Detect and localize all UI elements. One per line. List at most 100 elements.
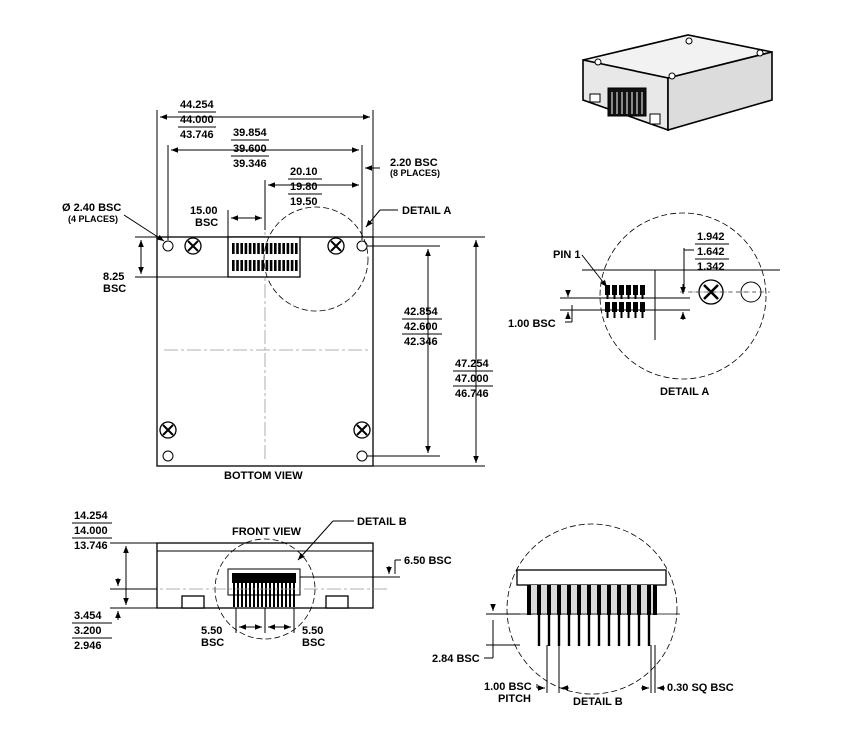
connector-pin [241,583,243,607]
connector-pin [633,285,638,295]
connector-pin [281,583,283,607]
connector-pin [282,260,285,271]
front-right-bsc: BSC [302,637,325,649]
connector-pin [567,585,571,615]
front-view-title: FRONT VIEW [232,526,302,538]
connector-pin [627,312,630,318]
connector-pin [278,260,281,271]
dim-hole-span-nom: 39.600 [233,143,267,155]
connector-pin [253,583,255,607]
connector-pin [240,260,243,271]
connector-pin [597,615,601,646]
detail-a-callout: DETAIL A [402,205,451,217]
connector-pin [289,583,291,607]
connector-pin [626,285,631,295]
dim-conn-y: 8.25 [103,271,124,283]
connector-pin [537,585,541,615]
bottom-view: 44.254 44.000 43.746 39.854 39.600 39.34… [62,99,493,482]
front-h-max: 14.254 [74,510,109,522]
detail-a-pin1: PIN 1 [553,249,581,261]
connector-pin [606,295,609,299]
connector-pin [261,583,263,607]
connector-pin [245,583,247,607]
detail-b-pin-len: 2.84 BSC [432,653,480,665]
front-left-bsc: BSC [201,637,224,649]
connector-pin [627,615,631,646]
connector-pin [290,243,294,254]
connector-pin [273,583,275,607]
dim-conn-x: 15.00 [190,205,218,217]
front-s-nom: 3.200 [74,625,102,637]
connector-pin [274,243,277,254]
dim-conn-offset-nom: 19.80 [290,181,318,193]
detail-a-pitch: 1.00 BSC [508,318,556,330]
connector-pin [282,243,285,254]
connector-pin [641,295,644,299]
connector-pin [605,285,610,295]
connector-pin [265,243,269,254]
dim-hole-vspan-min: 42.346 [404,336,438,348]
detail-a-title: DETAIL A [660,386,709,398]
connector-pin [547,615,551,646]
detail-a-view: PIN 1 1.942 1.642 1.342 1.00 BSC DETAIL … [508,212,780,398]
connector-pin [640,285,645,295]
front-s-max: 3.454 [74,610,102,622]
dim-width-nom: 44.000 [180,114,214,126]
connector-pin [613,312,616,318]
connector-pin [627,295,630,299]
dim-hole-span-min: 39.346 [233,158,267,170]
connector-pin [626,302,631,312]
front-h-min: 13.746 [74,540,108,552]
connector-pin [278,243,281,254]
front-detail-b-callout: DETAIL B [357,516,407,528]
connector-pin [627,585,631,615]
connector-pin [290,260,294,271]
connector-pin [232,260,235,271]
dim-height-nom: 47.000 [455,373,489,385]
connector-pin [253,243,256,254]
connector-pin [587,615,591,646]
connector-pin [233,583,235,607]
connector-pin [269,583,271,607]
connector-pin [617,585,621,615]
connector-pin [620,295,623,299]
connector-pin [557,615,561,646]
front-h-nom: 14.000 [74,525,108,537]
detail-b-view: 2.84 BSC 1.00 BSC PITCH 0.30 SQ BSC DETA… [432,523,734,708]
dim-hole-dia-note: (4 PLACES) [68,214,118,224]
connector-pin [587,585,591,615]
front-s-min: 2.946 [74,640,102,652]
connector-pin [244,243,248,254]
connector-pin [637,585,641,615]
connector-pin [274,260,277,271]
dim-hole-dia: Ø 2.40 BSC [62,202,121,214]
connector-pin [607,585,611,615]
connector-pin [293,583,295,607]
connector-pin [232,243,235,254]
connector-pin [248,243,252,254]
front-right-dim: 6.50 BSC [404,555,452,567]
dim-height-max: 47.254 [455,358,490,370]
detail-a-dim-max: 1.942 [697,231,725,243]
connector-pin [640,302,645,312]
detail-a-dim-min: 1.342 [697,261,725,273]
connector-pin [265,583,267,607]
connector-pin [537,615,541,646]
dim-hole-edge: 2.20 BSC [390,157,438,169]
dim-height-min: 46.746 [455,388,489,400]
connector-pin [634,312,637,318]
connector-pin [240,243,243,254]
connector-pin [286,260,290,271]
connector-pin [269,243,273,254]
connector-pin [261,260,264,271]
connector-pin [605,302,610,312]
connector-pin [257,243,260,254]
connector-pin [237,583,239,607]
connector-pin [633,302,638,312]
dim-width-min: 43.746 [180,129,214,141]
connector-pin [620,312,623,318]
connector-pin [253,260,256,271]
connector-pin [257,583,259,607]
connector-pin [269,260,273,271]
dim-conn-x-bsc: BSC [195,217,218,229]
